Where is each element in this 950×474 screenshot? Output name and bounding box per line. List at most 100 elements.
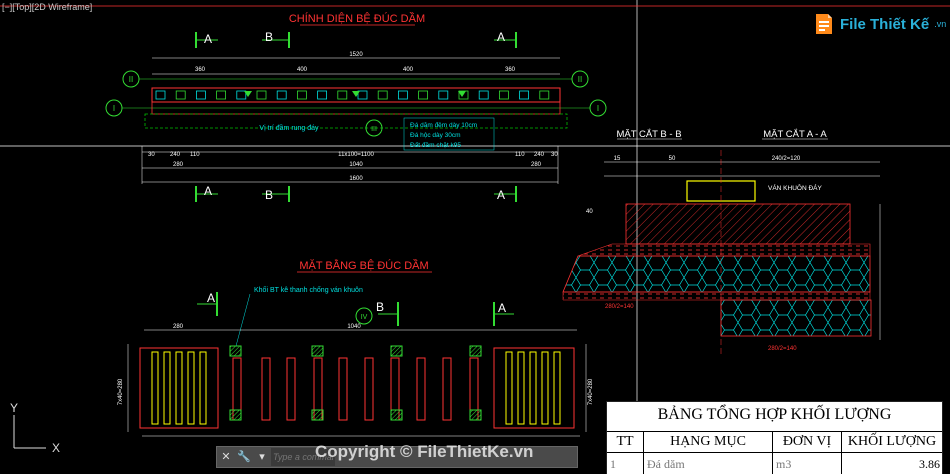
svg-text:III: III	[371, 126, 377, 133]
svg-text:Y: Y	[10, 401, 18, 415]
plan-bar	[338, 357, 348, 421]
plan-bar	[416, 357, 426, 421]
section-mark-b-plan: B	[376, 300, 399, 326]
svg-text:7x40=280: 7x40=280	[118, 378, 124, 405]
section-mark-b-top: B	[262, 30, 290, 48]
plan-bar	[442, 357, 452, 421]
note-concrete-block: Khối BT kê thanh chống ván khuôn	[254, 285, 363, 294]
concrete-support-block	[390, 345, 403, 357]
svg-text:X: X	[52, 441, 60, 455]
plan-view-title: MẶT BẰNG BỆ ĐÚC DẦM	[299, 259, 428, 272]
pad-bar	[187, 351, 195, 425]
cell-unit: m3	[773, 453, 842, 474]
bed-block	[519, 90, 529, 100]
svg-text:400: 400	[297, 67, 308, 73]
pad-bar	[199, 351, 207, 425]
svg-text:IV: IV	[361, 314, 368, 321]
pad-bar	[553, 351, 561, 425]
svg-text:1040: 1040	[347, 324, 361, 330]
section-mark-a-bottom-right: A	[494, 186, 517, 202]
svg-text:A: A	[497, 30, 505, 44]
bed-block	[317, 90, 328, 100]
svg-text:II: II	[578, 75, 582, 84]
marker-iii: III	[365, 119, 383, 137]
logo-text: File Thiết Kế	[840, 15, 930, 33]
summary-table: BẢNG TỔNG HỢP KHỐI LƯỢNG TT HẠNG MỤC ĐƠN…	[606, 401, 943, 474]
section-mark-b-bottom: B	[262, 186, 290, 202]
chevron-up-icon[interactable]: ▾	[259, 451, 265, 463]
marker-iv: IV	[355, 307, 373, 325]
svg-text:Đá dăm đệm dày 10cm: Đá dăm đệm dày 10cm	[410, 122, 477, 129]
svg-text:A: A	[498, 301, 506, 315]
summary-table-header: TT HẠNG MỤC ĐƠN VỊ KHỐI LƯỢNG	[607, 431, 942, 452]
header-unit: ĐƠN VỊ	[773, 432, 842, 452]
bed-block	[236, 90, 247, 100]
section-views: MẶT CẮT B - B MẶT CẮT A - A 15 50 240/2=…	[562, 129, 881, 356]
cell-tt: 1	[607, 453, 644, 474]
bed-block	[195, 90, 206, 100]
svg-text:30: 30	[551, 152, 558, 158]
bed-block	[397, 90, 408, 100]
svg-text:280/2=140: 280/2=140	[605, 304, 634, 310]
plan-bars	[229, 345, 482, 421]
bed-block	[438, 90, 449, 100]
site-logo: File Thiết Kế .vn	[812, 12, 946, 36]
concrete-support-block	[390, 409, 403, 421]
bed-block	[337, 90, 348, 100]
logo-icon	[816, 14, 832, 34]
pad-bar	[517, 351, 525, 425]
svg-text:15: 15	[614, 156, 621, 162]
svg-text:7x40=280: 7x40=280	[588, 378, 594, 405]
bed-block	[276, 90, 287, 100]
bed-block	[216, 90, 227, 100]
bed-block	[478, 90, 489, 100]
bed-block	[155, 90, 166, 100]
header-tt: TT	[607, 432, 644, 452]
logo-domain: .vn	[934, 19, 947, 29]
viewport-label[interactable]: [−][Top][2D Wireframe]	[2, 2, 93, 12]
svg-text:400: 400	[403, 67, 414, 73]
bed-block	[256, 90, 267, 100]
cell-item: Đá dăm	[644, 453, 773, 474]
svg-text:30: 30	[148, 152, 155, 158]
wrench-icon[interactable]: 🔧	[237, 451, 251, 463]
section-mark-a-top-left: A	[195, 32, 218, 48]
section-mark-a-bottom-left: A	[195, 184, 218, 202]
section-mark-a-plan-left: A	[197, 291, 218, 316]
front-view-title: CHÍNH DIỆN BỆ ĐÚC DẦM	[289, 12, 425, 25]
rock-layer	[562, 255, 871, 293]
concrete-support-block	[469, 409, 482, 421]
svg-text:Đá hộc dày 30cm: Đá hộc dày 30cm	[410, 132, 461, 139]
plan-bar	[261, 357, 271, 421]
command-input[interactable]	[271, 448, 335, 466]
concrete-support-block	[229, 345, 242, 357]
plan-bar	[286, 357, 296, 421]
bed-block	[357, 90, 368, 100]
summary-table-title: BẢNG TỔNG HỢP KHỐI LƯỢNG	[657, 406, 892, 423]
label-formwork: VÁN KHUÔN ĐÁY	[768, 183, 822, 192]
close-icon[interactable]: ✕	[221, 451, 231, 463]
cell-quantity: 3.86	[919, 457, 940, 471]
watermark: Copyright © FileThietKe.vn	[315, 442, 534, 461]
svg-text:240/2=120: 240/2=120	[772, 156, 801, 162]
section-mark-a-top-right: A	[494, 30, 517, 48]
concrete-support-block	[311, 345, 324, 357]
svg-text:1600: 1600	[349, 176, 363, 182]
svg-text:50: 50	[669, 156, 676, 162]
svg-text:A: A	[207, 291, 215, 305]
svg-text:40: 40	[586, 209, 593, 215]
bed-block	[498, 90, 509, 100]
svg-text:360: 360	[505, 67, 516, 73]
marker-ii-right: II	[571, 70, 589, 88]
header-item: HẠNG MỤC	[644, 432, 773, 452]
svg-text:110: 110	[190, 152, 200, 158]
svg-text:I: I	[113, 104, 115, 113]
svg-text:280: 280	[173, 162, 184, 168]
svg-text:B: B	[376, 300, 384, 314]
vibrator-mark	[352, 91, 360, 97]
svg-text:A: A	[497, 188, 505, 202]
svg-text:11x100=1100: 11x100=1100	[338, 152, 374, 158]
bed-block	[296, 90, 307, 100]
